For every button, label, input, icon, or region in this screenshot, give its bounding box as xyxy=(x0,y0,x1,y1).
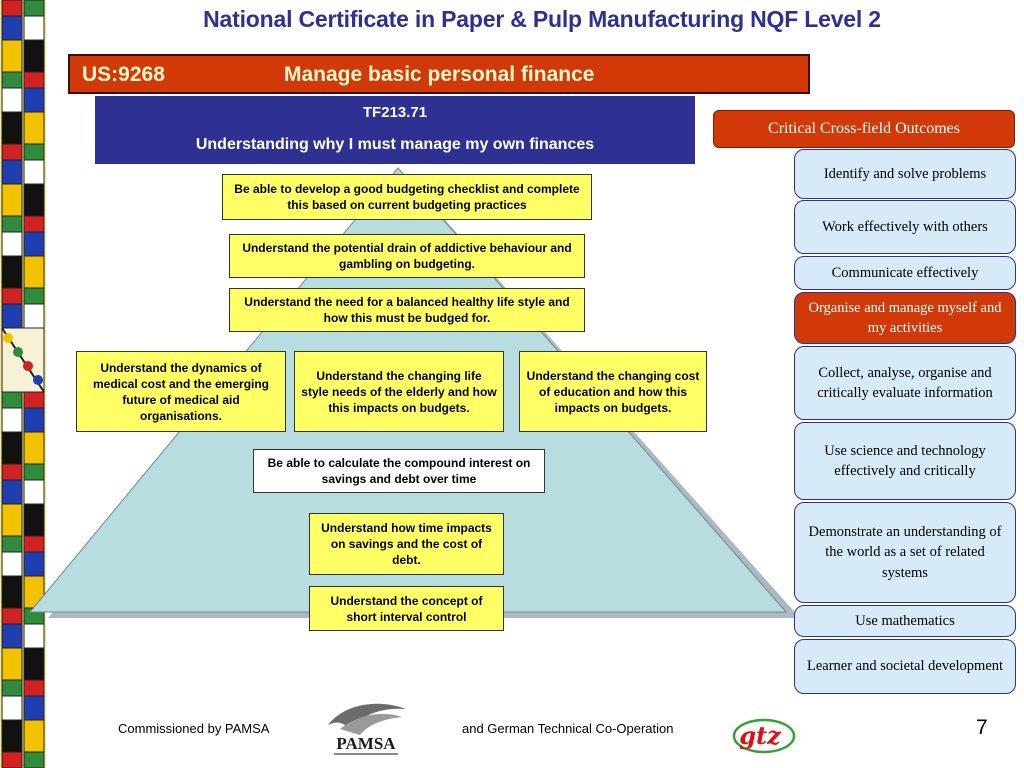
footer-commissioned: Commissioned by PAMSA xyxy=(118,721,270,736)
gtz-logo: gtz xyxy=(732,718,796,754)
decorative-border xyxy=(0,0,46,768)
outcome-box: Be able to calculate the compound intere… xyxy=(253,449,545,493)
tf-description: Understanding why I must manage my own f… xyxy=(195,136,595,153)
pamsa-logo: PAMSA xyxy=(328,703,406,755)
outcome-box: Understand the potential drain of addict… xyxy=(229,234,585,278)
footer-partner: and German Technical Co-Operation xyxy=(462,721,674,736)
outcome-box: Understand how time impacts on savings a… xyxy=(309,513,504,575)
cco-header: Critical Cross-field Outcomes xyxy=(713,110,1015,148)
unit-standard-bar: US:9268 Manage basic personal finance xyxy=(68,54,810,94)
outcome-box: Be able to develop a good budgeting chec… xyxy=(222,174,592,220)
cco-item: Work effectively with others xyxy=(794,200,1016,254)
cco-item: Collect, analyse, organise and criticall… xyxy=(794,346,1016,420)
cco-item: Demonstrate an understanding of the worl… xyxy=(794,502,1016,603)
tf-code: TF213.71 xyxy=(362,104,428,121)
cco-item: Learner and societal development xyxy=(794,639,1016,694)
cco-item: Communicate effectively xyxy=(794,256,1016,290)
unit-name: Manage basic personal finance xyxy=(284,63,595,86)
outcome-box: Understand the dynamics of medical cost … xyxy=(76,351,286,432)
outcome-box: Understand the concept of short interval… xyxy=(309,586,504,631)
cco-item: Identify and solve problems xyxy=(794,149,1016,199)
cco-item: Use mathematics xyxy=(794,605,1016,637)
svg-text:PAMSA: PAMSA xyxy=(336,734,396,753)
unit-code: US:9268 xyxy=(82,63,165,86)
svg-text:gtz: gtz xyxy=(739,721,782,750)
cco-item: Use science and technology effectively a… xyxy=(794,422,1016,500)
outcome-box: Understand the changing life style needs… xyxy=(294,351,504,432)
page-title: National Certificate in Paper & Pulp Man… xyxy=(203,6,881,32)
outcome-box: Understand the changing cost of educatio… xyxy=(519,351,707,432)
cco-item-active: Organise and manage myself and my activi… xyxy=(794,292,1016,344)
outcome-box: Understand the need for a balanced healt… xyxy=(229,288,585,332)
tf-box: TF213.71 Understanding why I must manage… xyxy=(95,96,695,164)
page-number: 7 xyxy=(976,716,988,739)
